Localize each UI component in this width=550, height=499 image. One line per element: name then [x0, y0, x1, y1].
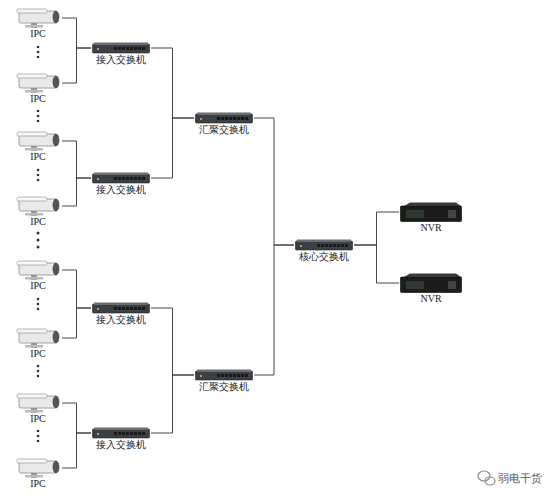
ip-camera: IPC: [15, 458, 61, 490]
sw-icon: [295, 239, 353, 251]
cam-icon: [15, 196, 61, 216]
node-label: IPC: [15, 93, 61, 105]
nvr-icon: [400, 273, 462, 293]
network-cable: [354, 245, 399, 283]
sw-icon: [195, 112, 253, 124]
network-switch: 接入交换机: [92, 427, 150, 451]
network-cable: [62, 178, 91, 206]
cam-icon: [15, 393, 61, 413]
label-text: IPC: [30, 93, 46, 105]
network-cable: [62, 48, 91, 83]
ip-camera: IPC: [15, 8, 61, 40]
node-label: IPC: [15, 151, 61, 163]
sw-icon: [92, 42, 150, 54]
node-label: IPC: [15, 413, 61, 425]
cam-icon: [15, 131, 61, 151]
label-text: IPC: [30, 151, 46, 163]
label-text: 核心交换机: [299, 251, 349, 263]
sw-icon: [92, 172, 150, 184]
cam-icon: [15, 458, 61, 478]
network-switch: 接入交换机: [92, 42, 150, 66]
node-label: 汇聚交换机: [195, 124, 253, 136]
watermark: 弱电干货: [497, 471, 543, 486]
network-switch: 汇聚交换机: [195, 112, 253, 136]
network-cable: [62, 18, 91, 48]
cam-icon: [15, 328, 61, 348]
sw-icon: [195, 369, 253, 381]
node-label: IPC: [15, 28, 61, 40]
label-text: 汇聚交换机: [199, 124, 249, 136]
node-label: 汇聚交换机: [195, 381, 253, 393]
ip-camera: IPC: [15, 328, 61, 360]
node-label: NVR: [400, 293, 462, 305]
node-label: IPC: [15, 216, 61, 228]
network-cable: [151, 48, 194, 118]
network-cable: [151, 375, 194, 433]
sw-icon: [92, 302, 150, 314]
label-text: IPC: [30, 216, 46, 228]
label-text: NVR: [420, 222, 441, 234]
network-cable: [254, 118, 294, 245]
network-cable: [62, 308, 91, 338]
label-text: IPC: [30, 280, 46, 292]
label-text: IPC: [30, 28, 46, 40]
cam-icon: [15, 73, 61, 93]
label-text: IPC: [30, 478, 46, 490]
label-text: 接入交换机: [96, 314, 146, 326]
cam-icon: [15, 260, 61, 280]
network-cable: [151, 308, 194, 375]
ip-camera: IPC: [15, 131, 61, 163]
network-cable: [151, 118, 194, 178]
network-switch: 接入交换机: [92, 302, 150, 326]
nvr-icon: [400, 202, 462, 222]
network-cable: [62, 141, 91, 178]
label-text: 接入交换机: [96, 184, 146, 196]
node-label: IPC: [15, 348, 61, 360]
node-label: IPC: [15, 280, 61, 292]
ip-camera: IPC: [15, 73, 61, 105]
ip-camera: IPC: [15, 260, 61, 292]
cam-icon: [15, 8, 61, 28]
sw-icon: [92, 427, 150, 439]
label-text: IPC: [30, 413, 46, 425]
network-cable: [62, 403, 91, 433]
label-text: NVR: [420, 293, 441, 305]
network-cable: [354, 212, 399, 245]
network-cable: [62, 433, 91, 468]
network-cable: [254, 245, 294, 375]
node-label: 核心交换机: [295, 251, 353, 263]
ip-camera: IPC: [15, 393, 61, 425]
nvr-recorder: NVR: [400, 273, 462, 305]
ellipsis-dots: [37, 46, 40, 443]
node-label: 接入交换机: [92, 314, 150, 326]
label-text: 汇聚交换机: [199, 381, 249, 393]
ip-camera: IPC: [15, 196, 61, 228]
node-label: IPC: [15, 478, 61, 490]
node-label: 接入交换机: [92, 54, 150, 66]
label-text: 接入交换机: [96, 54, 146, 66]
network-switch: 接入交换机: [92, 172, 150, 196]
node-label: 接入交换机: [92, 439, 150, 451]
network-switch: 汇聚交换机: [195, 369, 253, 393]
wechat-icon: [478, 471, 495, 485]
label-text: 接入交换机: [96, 439, 146, 451]
label-text: IPC: [30, 348, 46, 360]
network-switch: 核心交换机: [295, 239, 353, 263]
node-label: NVR: [400, 222, 462, 234]
nvr-recorder: NVR: [400, 202, 462, 234]
network-cable: [62, 270, 91, 308]
node-label: 接入交换机: [92, 184, 150, 196]
